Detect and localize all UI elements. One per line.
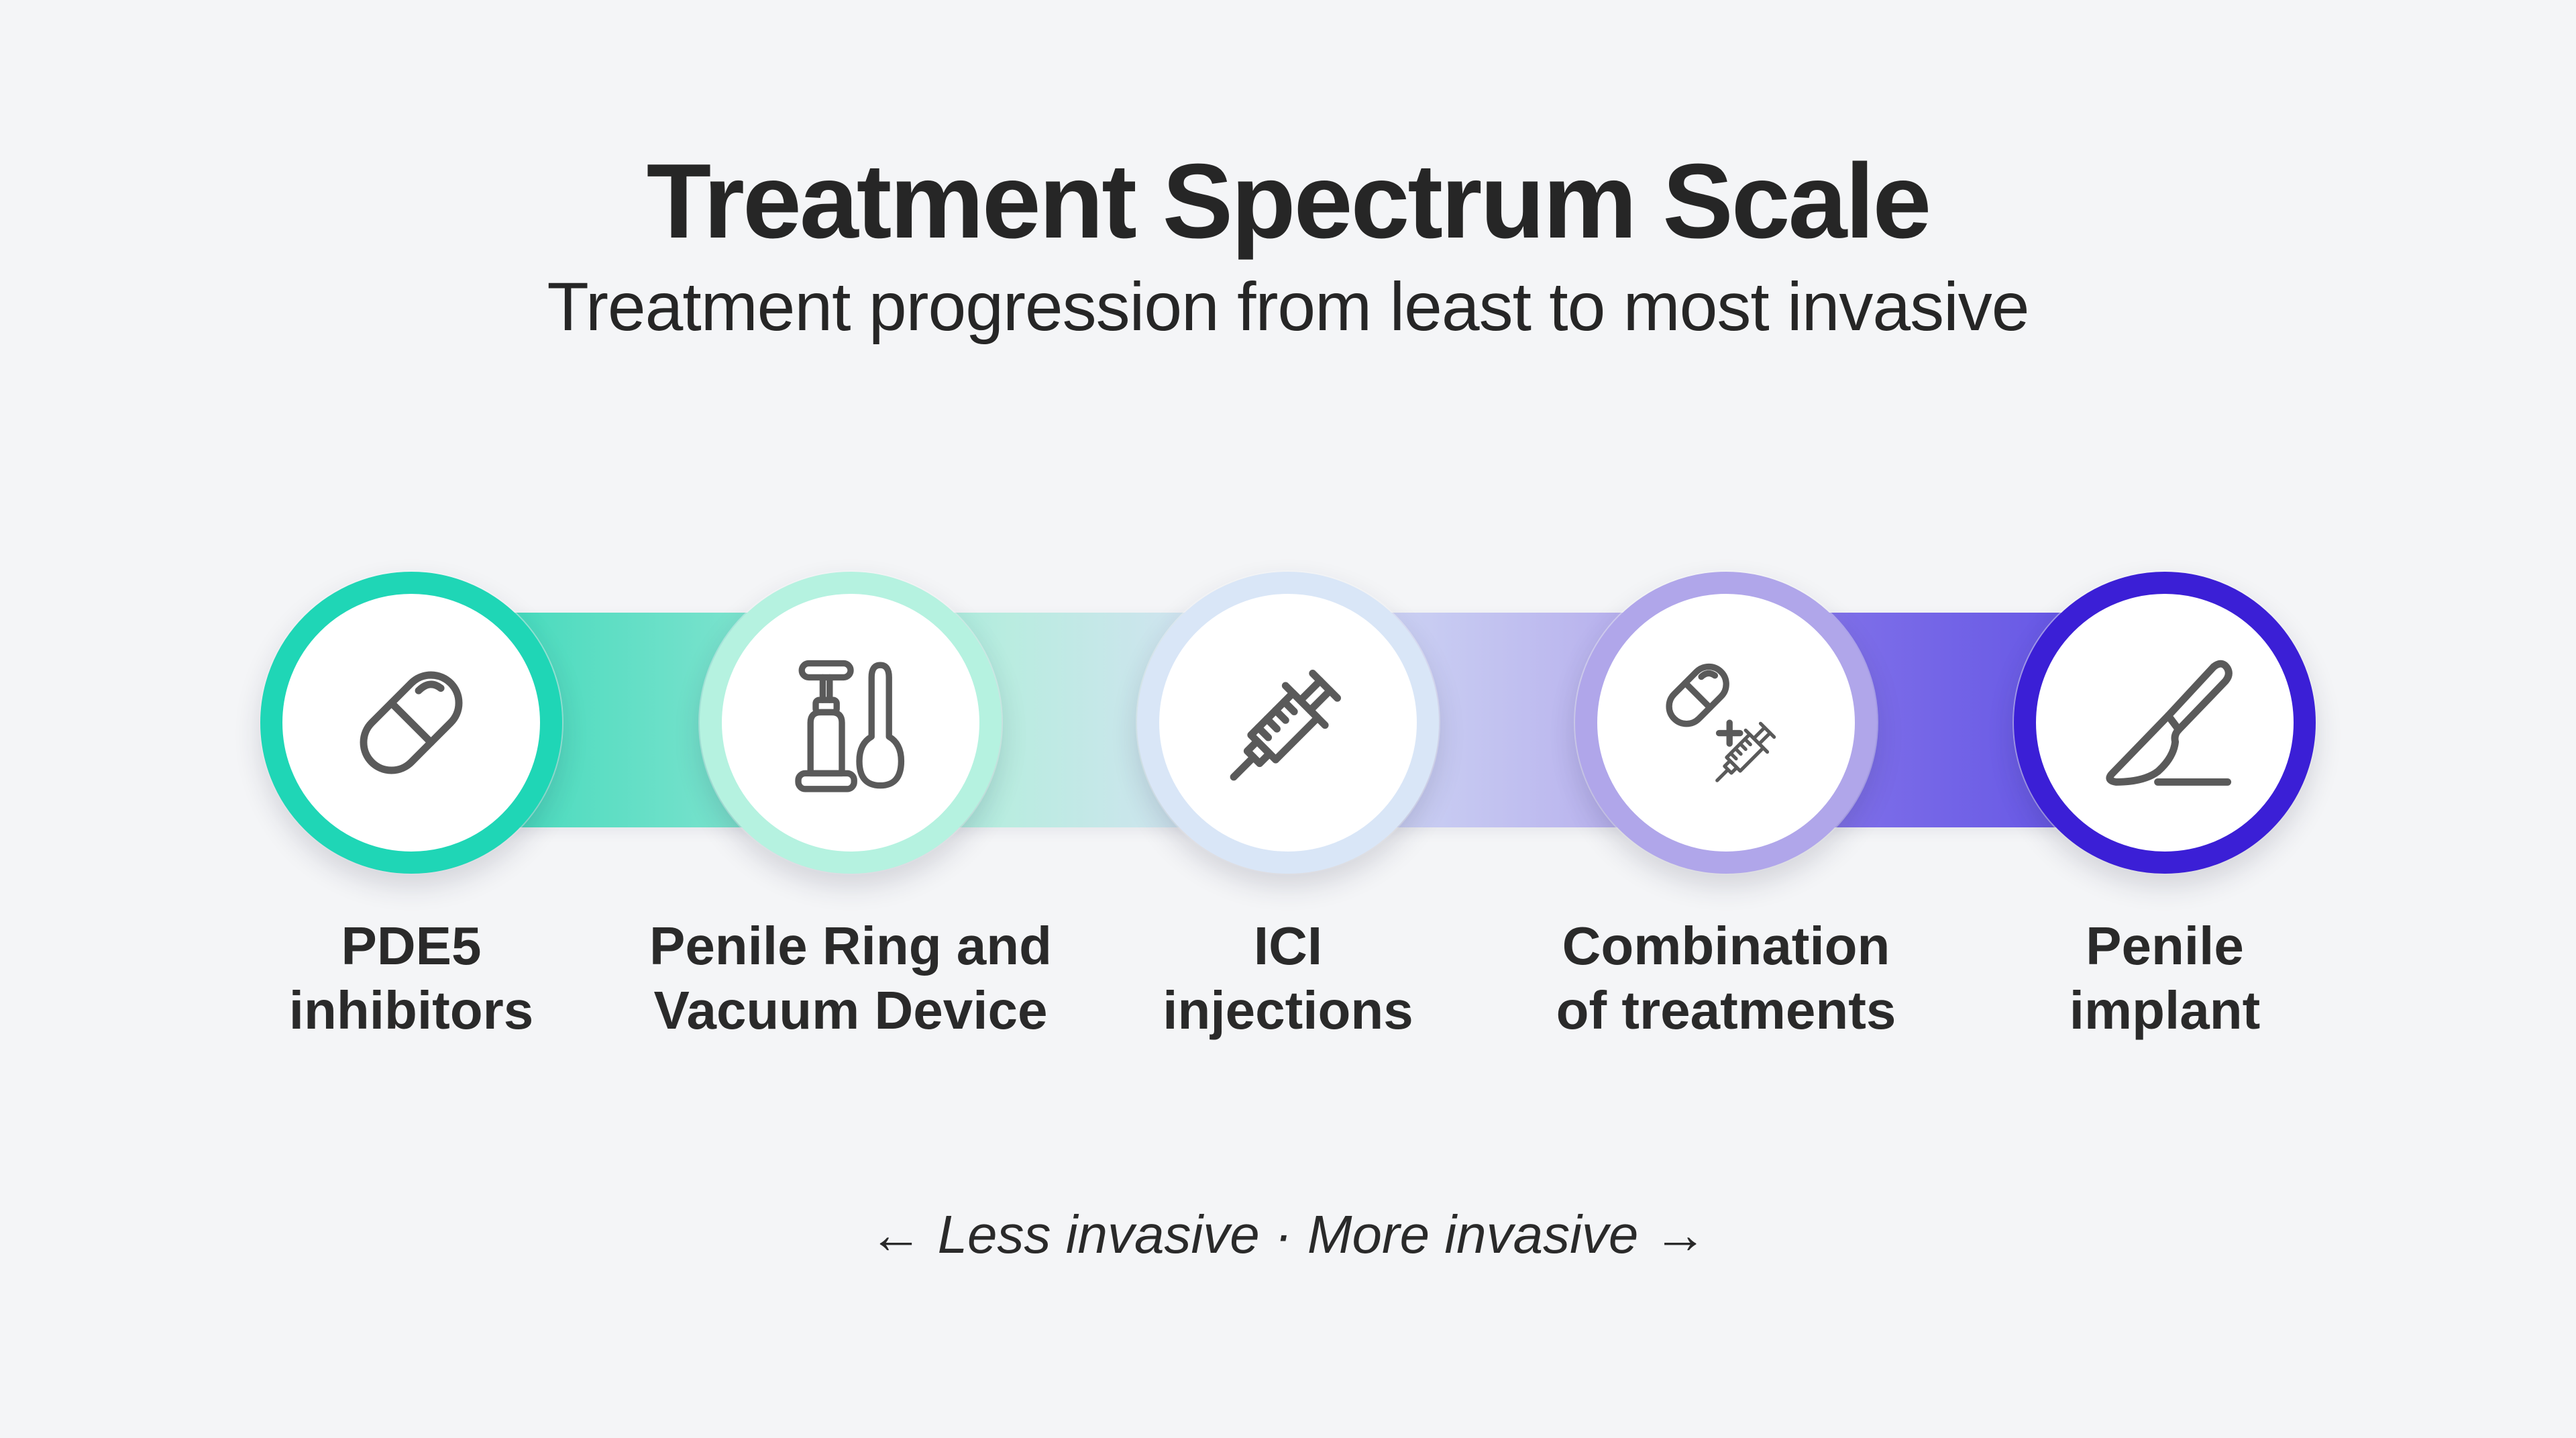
step-label-combination: Combination of treatments xyxy=(1491,914,1961,1043)
vacuum-pump-and-ring-icon xyxy=(795,660,905,792)
page-title: Treatment Spectrum Scale xyxy=(646,142,1932,260)
right-arrow-icon: → xyxy=(1653,1204,1707,1264)
step-label-line2: of treatments xyxy=(1556,980,1896,1040)
pill-capsule-icon xyxy=(360,671,463,774)
step-node-ici-injections xyxy=(1137,572,1439,874)
step-label-line1: ICI xyxy=(1253,916,1323,976)
step-label-ici-injections: ICI injections xyxy=(1053,914,1523,1043)
pill-plus-syringe-icon xyxy=(1666,663,1776,782)
step-node-penile-implant xyxy=(2014,572,2316,874)
step-label-line2: injections xyxy=(1163,980,1413,1040)
step-node-pde5 xyxy=(260,572,562,874)
step-label-line1: Penile xyxy=(2086,916,2244,976)
step-label-line2: inhibitors xyxy=(288,980,534,1040)
left-arrow-icon: ← xyxy=(869,1204,923,1264)
step-label-line1: Penile Ring and xyxy=(649,916,1053,976)
more-invasive-label: More invasive xyxy=(1307,1204,1639,1264)
step-label-line2: implant xyxy=(2069,980,2261,1040)
syringe-icon xyxy=(1230,670,1341,781)
step-label-pde5: PDE5 inhibitors xyxy=(176,914,646,1043)
step-label-penile-implant: Penile implant xyxy=(1930,914,2400,1043)
separator-dot: · xyxy=(1275,1204,1293,1264)
less-invasive-label: Less invasive xyxy=(937,1204,1260,1264)
step-label-vacuum-device: Penile Ring and Vacuum Device xyxy=(616,914,1085,1043)
step-node-vacuum-device xyxy=(700,572,1002,874)
invasiveness-legend: ← Less invasive · More invasive → xyxy=(0,1201,2576,1268)
scalpel-icon xyxy=(2106,660,2233,786)
step-node-combination xyxy=(1575,572,1877,874)
step-label-line1: Combination xyxy=(1562,916,1890,976)
step-label-line2: Vacuum Device xyxy=(653,980,1048,1040)
page-subtitle: Treatment progression from least to most… xyxy=(547,268,2029,345)
step-label-line1: PDE5 xyxy=(341,916,482,976)
